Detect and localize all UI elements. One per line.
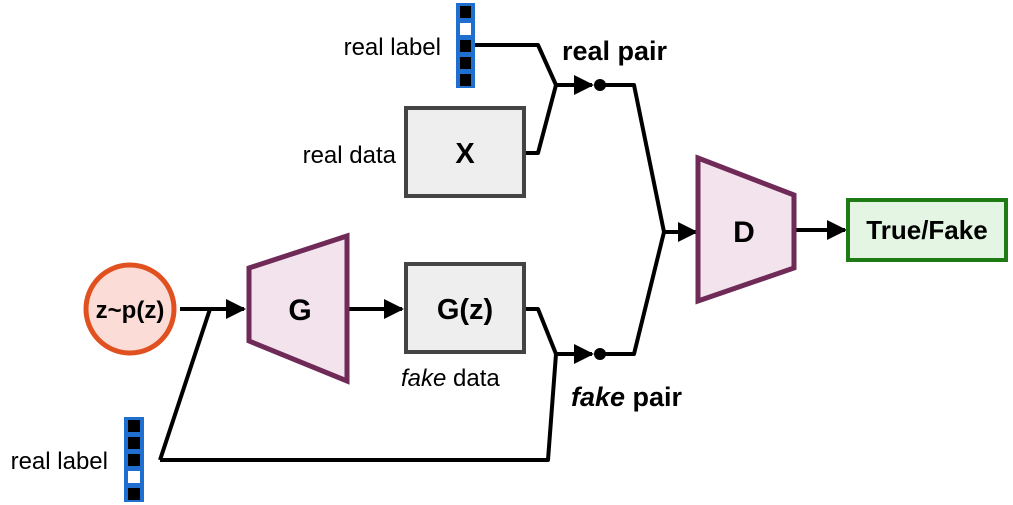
fake-data-rest: data <box>446 365 500 392</box>
label-vector-cell <box>128 437 140 449</box>
discriminator-block <box>695 154 797 305</box>
label-vector-cell <box>128 488 140 500</box>
fake-pair-to-d-line <box>601 231 666 356</box>
fake-pair-text: fake pair <box>571 382 683 412</box>
output-box <box>846 198 1008 262</box>
label-vector-cell <box>128 454 140 466</box>
x-box-label: X <box>455 138 475 170</box>
label-vector-cell <box>128 471 140 483</box>
label-vector-cell <box>460 57 471 69</box>
bottom-label-to-g-line <box>158 308 212 461</box>
bottom-label-to-fake-pair-line <box>160 353 558 462</box>
real-label-vector-top <box>456 3 475 88</box>
real-label-to-real-pair-line <box>474 43 558 86</box>
label-vector-cell <box>460 23 471 35</box>
fake-pair-junction <box>594 348 606 360</box>
fake-pair-em: fake <box>571 382 625 412</box>
gz-box <box>404 262 526 354</box>
fake-data-em: fake <box>401 365 446 392</box>
output-label: True/Fake <box>866 215 987 245</box>
real-pair-to-d-line <box>601 83 666 233</box>
real-label-top-text: real label <box>344 34 441 61</box>
real-pair-text: real pair <box>562 36 668 66</box>
connectors <box>158 43 847 462</box>
real-data-to-real-pair-line <box>525 84 558 155</box>
noise-label: z~p(z) <box>96 297 165 324</box>
label-vector-cell <box>460 40 471 52</box>
real-label-vector-bottom <box>124 417 144 502</box>
fake-pair-rest: pair <box>625 382 683 412</box>
real-label-bottom-text: real label <box>11 448 108 475</box>
fake-data-text: fake data <box>401 365 500 392</box>
label-vector-cell <box>460 74 471 86</box>
noise-circle <box>83 262 177 356</box>
x-box <box>404 106 526 198</box>
label-vector-cell <box>128 420 140 432</box>
gz-box-label: G(z) <box>437 294 493 326</box>
generator-label: G <box>288 294 311 327</box>
discriminator-label: D <box>733 216 755 249</box>
real-data-text: real data <box>303 142 397 169</box>
gz-to-fake-pair-line <box>525 307 558 355</box>
generator-block <box>246 232 350 385</box>
label-vector-cell <box>460 6 471 18</box>
real-pair-junction <box>594 79 606 91</box>
